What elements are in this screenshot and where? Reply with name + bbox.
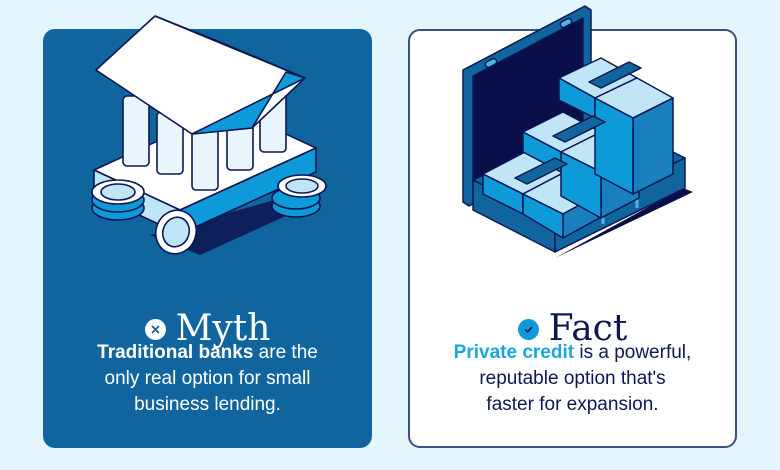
fact-description: Private credit is a powerful, reputable … — [453, 342, 692, 415]
fact-highlight: Private credit — [453, 342, 575, 363]
fact-heading: Fact — [410, 309, 735, 349]
myth-heading: Myth — [43, 309, 372, 349]
briefcase-cash-illustration — [455, 2, 693, 258]
x-icon — [144, 318, 166, 340]
bank-illustration — [91, 15, 327, 255]
fact-title: Fact — [548, 308, 628, 349]
myth-description: Traditional banks are the only real opti… — [97, 342, 318, 415]
myth-title: Myth — [175, 308, 271, 349]
myth-highlight: Traditional banks — [97, 342, 254, 363]
checkmark-icon — [517, 318, 539, 340]
